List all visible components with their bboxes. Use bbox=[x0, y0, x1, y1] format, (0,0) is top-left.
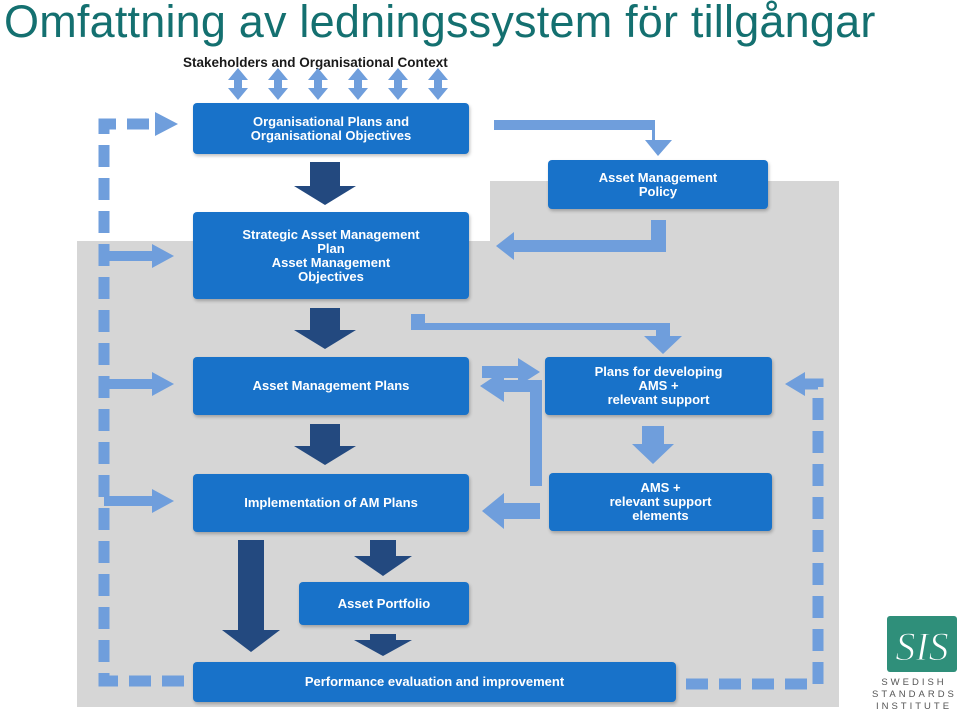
light-flow-arrows bbox=[411, 120, 682, 529]
arrow-plansdev-to-elements bbox=[632, 426, 674, 464]
arrow-impl-to-portfolio bbox=[354, 540, 412, 576]
stakeholder-arrow-2 bbox=[268, 68, 288, 100]
arrow-elements-to-impl bbox=[482, 493, 540, 529]
sis-logo-letters: SIS bbox=[895, 624, 948, 669]
feedback-top-head bbox=[155, 112, 178, 136]
arrow-org-to-policy-head bbox=[645, 140, 672, 156]
feedback-branch-samp-line bbox=[104, 251, 152, 261]
arrow-policy-to-samp bbox=[496, 220, 666, 260]
arrow-org-to-samp bbox=[294, 162, 356, 205]
arrow-samp-to-plansdev bbox=[411, 314, 682, 354]
right-feedback-loop bbox=[686, 378, 824, 690]
stakeholder-arrow-6 bbox=[428, 68, 448, 100]
arrow-impl-to-perf bbox=[222, 540, 280, 652]
ams-elements-box: AMS + relevant support elements bbox=[549, 473, 772, 531]
feedback-branches bbox=[104, 112, 805, 513]
page-title: Omfattning av ledningssystem för tillgån… bbox=[4, 0, 876, 47]
stakeholder-arrow-1 bbox=[228, 68, 248, 100]
feedback-branch-amplans-line bbox=[104, 379, 152, 389]
dark-flow-arrows bbox=[222, 162, 412, 656]
arrow-elements-to-amplans bbox=[480, 370, 542, 486]
feedback-branch-amplans-head bbox=[152, 372, 174, 396]
samp-box: Strategic Asset Management Plan Asset Ma… bbox=[193, 212, 469, 299]
stakeholder-arrow-4 bbox=[348, 68, 368, 100]
org-plans-box: Organisational Plans and Organisational … bbox=[193, 103, 469, 154]
left-feedback-loop bbox=[98, 118, 184, 687]
sis-logo-mark: SIS bbox=[887, 616, 957, 672]
arrow-amplans-to-plansdev bbox=[482, 358, 540, 386]
arrow-samp-to-amplans bbox=[294, 308, 356, 349]
feedback-right-head bbox=[785, 372, 805, 396]
stakeholder-arrow-5 bbox=[388, 68, 408, 100]
feedback-branch-impl-head bbox=[152, 489, 174, 513]
arrow-org-to-policy bbox=[494, 120, 666, 152]
am-policy-box: Asset Management Policy bbox=[548, 160, 768, 209]
stakeholder-arrows bbox=[228, 68, 448, 100]
stakeholders-context-label: Stakeholders and Organisational Context bbox=[183, 55, 448, 70]
sis-logo-line1: SWEDISH bbox=[881, 677, 947, 688]
stakeholder-arrow-3 bbox=[308, 68, 328, 100]
plans-developing-box: Plans for developing AMS + relevant supp… bbox=[545, 357, 772, 415]
performance-box: Performance evaluation and improvement bbox=[193, 662, 676, 702]
implementation-box: Implementation of AM Plans bbox=[193, 474, 469, 532]
am-plans-box: Asset Management Plans bbox=[193, 357, 469, 415]
sis-logo: SIS SWEDISH STANDARDS INSTITUTE bbox=[872, 616, 957, 713]
arrow-portfolio-to-perf bbox=[354, 634, 412, 656]
feedback-loops bbox=[98, 118, 824, 690]
feedback-branch-samp-head bbox=[152, 244, 174, 268]
sis-logo-line2: STANDARDS bbox=[872, 689, 957, 700]
asset-portfolio-box: Asset Portfolio bbox=[299, 582, 469, 625]
sis-logo-line3: INSTITUTE bbox=[875, 701, 953, 712]
feedback-branch-impl-line bbox=[104, 496, 152, 506]
arrow-amplans-to-impl bbox=[294, 424, 356, 465]
